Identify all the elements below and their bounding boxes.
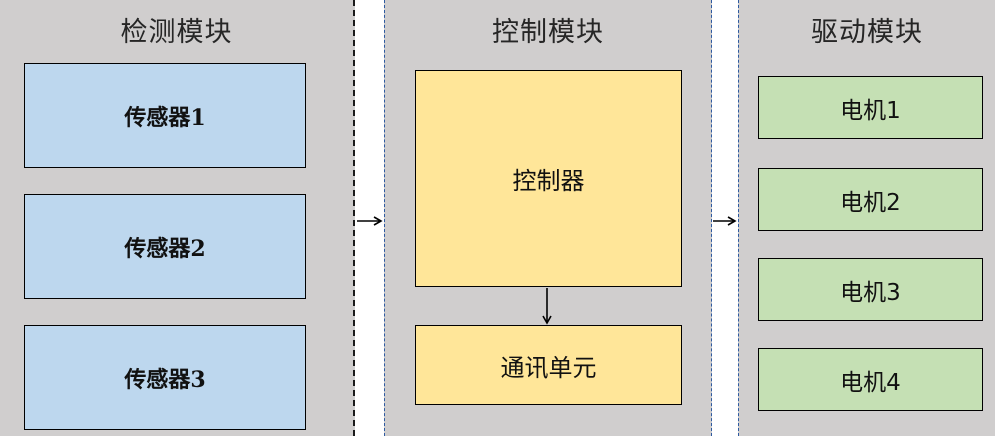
control-module-panel: 控制模块 控制器 通讯单元 [384,0,712,436]
control-module-title: 控制模块 [492,17,604,48]
motor-2-box: 电机2 [758,168,983,231]
comm-unit-box: 通讯单元 [415,325,682,405]
motor-1-box: 电机1 [758,76,983,139]
drive-module-title: 驱动模块 [811,17,923,48]
motor-4-box: 电机4 [758,348,983,411]
sensor-2-box: 传感器2 [24,194,306,299]
drive-module-panel: 驱动模块 电机1 电机2 电机3 电机4 [738,0,995,436]
sensor-1-box: 传感器1 [24,63,306,168]
controller-box: 控制器 [415,70,682,287]
detect-module-title: 检测模块 [120,17,233,48]
motor-3-box: 电机3 [758,258,983,321]
sensor-3-box: 传感器3 [24,325,306,430]
detect-module-panel: 检测模块 传感器1 传感器2 传感器3 [0,0,355,436]
